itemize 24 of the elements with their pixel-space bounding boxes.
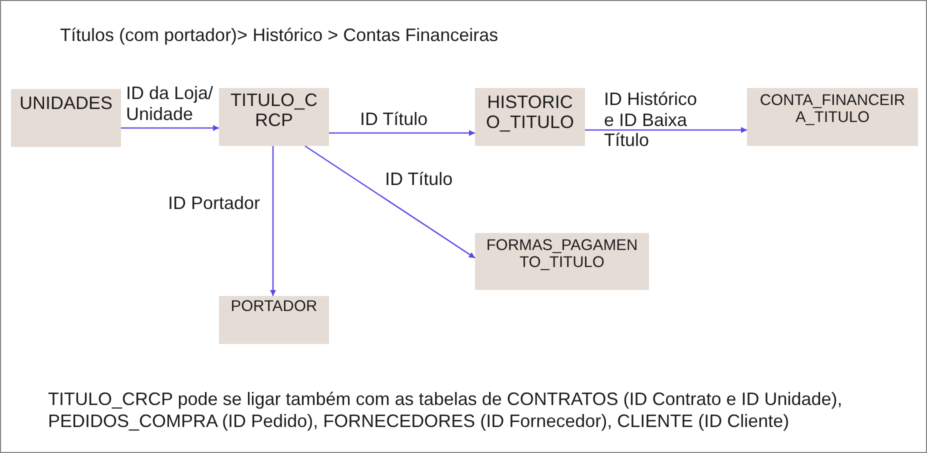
arrow (270, 146, 276, 296)
edge-label: ID Título (385, 169, 454, 190)
table-box (11, 89, 121, 147)
table-box (219, 88, 329, 146)
table-name: CONTA_FINANCEIRA_TITULO (758, 92, 906, 127)
table-name: UNIDADES (18, 93, 114, 114)
table-box (475, 233, 649, 290)
table-box (475, 88, 585, 146)
table-box (219, 296, 329, 344)
edge-label: ID da Loja/ Unidade (126, 83, 214, 124)
arrow (585, 127, 747, 133)
table-name: FORMAS_PAGAMENTO_TITULO (485, 237, 639, 272)
table-name: HISTORICO_TITULO (484, 92, 575, 132)
table-name: TITULO_CRCP (229, 90, 318, 130)
edge-label: ID Título (360, 109, 429, 130)
edge-label: ID Portador (168, 193, 262, 214)
arrow (304, 145, 476, 259)
table-name: PORTADOR (230, 298, 318, 316)
diagram-title: Títulos (com portador)> Histórico > Contas Financeiras (60, 25, 498, 46)
table-box (747, 88, 918, 146)
note-text: TITULO_CRCP pode se ligar também com as tabelas de CONTRATOS (ID Contrato e ID Unidade), PEDIDOS_COMPRA (ID Pedido), FORNECEDORES (ID Fornecedor), CLIENTE (ID Cliente) (48, 389, 844, 432)
edge-label: ID Histórico e ID Baixa Título (604, 89, 698, 152)
arrow (121, 125, 219, 131)
arrow (329, 130, 475, 136)
